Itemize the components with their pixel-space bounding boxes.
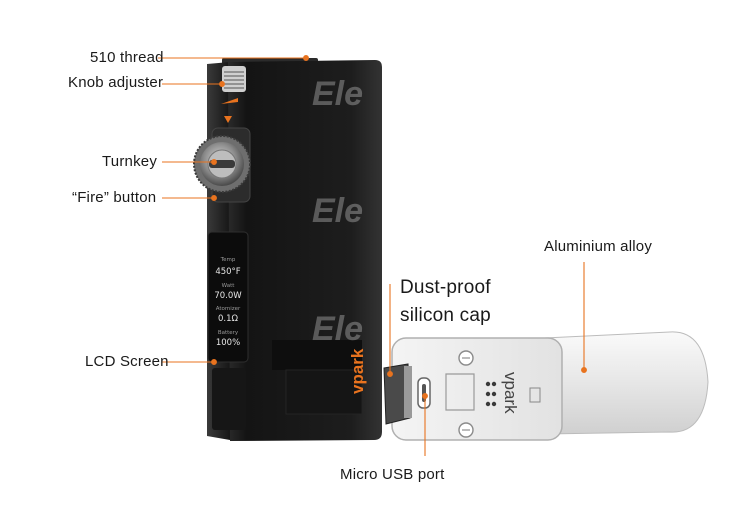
lcd-temp-value: 450°F xyxy=(215,267,241,277)
device-lower-inset xyxy=(212,368,246,430)
label-dust-proof-line2: silicon cap xyxy=(400,305,491,326)
device-window-top xyxy=(272,340,362,370)
watermark-text-3: Ele xyxy=(312,310,363,348)
door-latch xyxy=(445,373,475,411)
label-510-thread: 510 thread xyxy=(90,49,164,66)
silver-device xyxy=(383,331,709,441)
watermark: Ele Ele Ele xyxy=(312,75,363,348)
label-lcd-screen: LCD Screen xyxy=(85,353,169,370)
lcd-screen xyxy=(207,231,249,363)
label-turnkey: Turnkey xyxy=(102,153,158,170)
brand-logo-silver: vpark xyxy=(501,372,520,414)
lcd-atomizer-value: 0.1Ω xyxy=(217,314,238,324)
orange-arrow-icon xyxy=(224,116,232,123)
dust-cap-edge xyxy=(404,366,412,418)
watermark-text-1: Ele xyxy=(312,75,363,113)
lcd-atomizer-label: Atomizer xyxy=(215,306,241,312)
lcd-watt-label: Watt xyxy=(221,283,235,289)
brand-logo-black: vpark xyxy=(348,348,367,394)
label-aluminium-alloy: Aluminium alloy xyxy=(544,238,653,255)
lcd-battery-value: 100% xyxy=(215,338,241,348)
label-fire-button: “Fire” button xyxy=(72,189,157,206)
status-window xyxy=(529,387,541,403)
orange-indicator-mark xyxy=(221,98,238,104)
knob-adjuster-ribs xyxy=(224,71,244,89)
lcd-watt-value: 70.0W xyxy=(214,291,242,301)
turnkey-knob[interactable] xyxy=(193,135,251,193)
lcd-battery-label: Battery xyxy=(217,330,239,336)
label-knob-adjuster: Knob adjuster xyxy=(68,74,164,91)
device-window xyxy=(285,369,363,415)
lcd-temp-label: Temp xyxy=(220,257,236,263)
label-micro-usb-port: Micro USB port xyxy=(340,466,445,483)
black-device xyxy=(193,58,382,441)
watermark-text-2: Ele xyxy=(312,192,363,230)
label-dust-proof-line1: Dust-proof xyxy=(400,277,491,298)
vent-holes xyxy=(485,381,497,407)
screw-slot xyxy=(462,357,470,431)
callout-lines xyxy=(158,55,587,456)
